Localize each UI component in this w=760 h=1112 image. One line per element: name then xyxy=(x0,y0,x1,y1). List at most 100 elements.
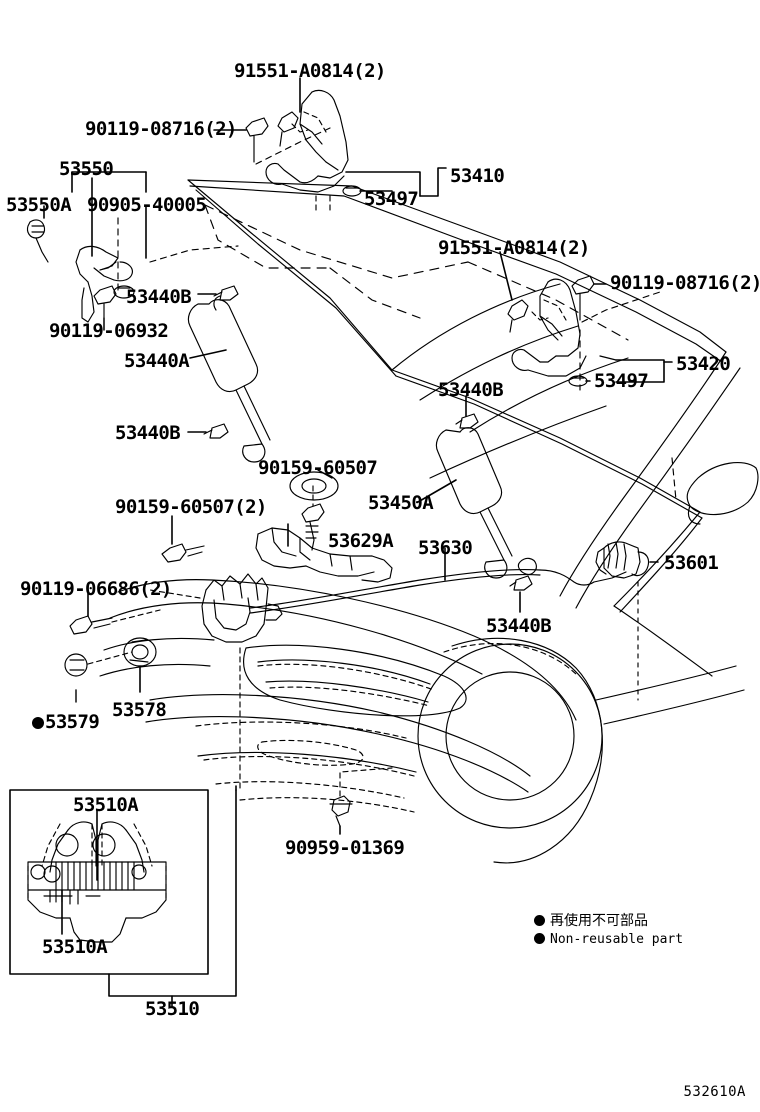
part-label-91551-a0814-2-upper: 91551-A0814(2) xyxy=(234,60,386,82)
part-53630-cable xyxy=(249,568,627,614)
front-wheel xyxy=(417,637,603,864)
part-53629a-support xyxy=(255,527,393,583)
dash-90905-to-hood xyxy=(117,217,239,291)
part-53420-dashed xyxy=(531,299,567,321)
rocker-panel xyxy=(595,605,745,725)
headlamp xyxy=(243,644,467,717)
part-label-53579-nonreusable: 53579 xyxy=(32,711,100,733)
legend-row-english: Non-reusable part xyxy=(534,931,683,949)
part-label-53420: 53420 xyxy=(676,353,731,375)
part-label-53510a-top: 53510A xyxy=(73,794,139,816)
part-label-53510: 53510 xyxy=(145,998,200,1020)
bracket-53410 xyxy=(419,167,447,197)
part-53440b-stud-lower-left xyxy=(203,423,229,439)
part-label-53450a: 53450A xyxy=(368,492,434,514)
legend-row-japanese: 再使用不可部品 xyxy=(534,912,683,931)
part-label-53550: 53550 xyxy=(59,158,114,180)
part-53440b-stud-upper-center xyxy=(455,413,479,429)
part-label-53410: 53410 xyxy=(450,165,505,187)
part-label-53440b-mid-left: 53440B xyxy=(115,422,181,444)
legend-text-japanese: 再使用不可部品 xyxy=(550,913,648,929)
mirror-attach-dashed xyxy=(671,457,677,501)
part-label-91551-a0814-2-lower: 91551-A0814(2) xyxy=(438,237,590,259)
cable-end-fitting xyxy=(517,557,537,575)
washer-53497-upper xyxy=(342,185,362,197)
bracket-53410-arm xyxy=(345,171,421,197)
part-53450a-strut xyxy=(435,427,513,579)
part-label-53440b-center: 53440B xyxy=(438,379,504,401)
screw-90159-60507-right xyxy=(301,503,325,551)
nonreusable-bullet-icon xyxy=(32,717,44,729)
hood-inner-creases xyxy=(391,283,629,479)
inset-dashed-outline xyxy=(27,823,167,901)
bolt-90119-08716-left xyxy=(245,117,269,163)
leader-53450a xyxy=(417,479,457,503)
diagram-id: 532610A xyxy=(683,1084,746,1100)
part-53601-grommet xyxy=(595,541,650,579)
part-53410-hinge xyxy=(265,89,349,193)
part-label-53497-upper: 53497 xyxy=(364,188,419,210)
washer-53497-lower xyxy=(568,375,588,387)
bolt-91551-lower xyxy=(507,299,529,333)
leader-91551-lower xyxy=(499,251,513,301)
dash-53510-to-body xyxy=(149,589,241,791)
part-label-90119-08716-2-left: 90119-08716(2) xyxy=(85,118,237,140)
side-mirror xyxy=(686,462,759,525)
nonreusable-label-text: 53579 xyxy=(45,711,100,733)
bumper-dashed-detail xyxy=(195,721,415,813)
foglamp-dashed xyxy=(257,739,364,766)
part-53440b-stud-bottom xyxy=(509,575,533,591)
bumper-lines xyxy=(145,694,531,793)
hood-panel-outline xyxy=(187,179,727,519)
part-label-53440a: 53440A xyxy=(124,350,190,372)
bracket-53420 xyxy=(615,359,665,383)
legend-nonreusable: 再使用不可部品 Non-reusable part xyxy=(534,912,683,948)
part-53579-clip xyxy=(64,653,88,677)
bolt-90119-06686 xyxy=(69,615,113,635)
bolt-90119-08716-right xyxy=(571,275,595,321)
part-90905-grommet xyxy=(113,285,135,299)
dash-90119-to-53410 xyxy=(255,127,331,165)
part-label-90905-40005: 90905-40005 xyxy=(87,194,207,216)
legend-bullet-icon-jp xyxy=(534,915,545,926)
part-label-53630: 53630 xyxy=(418,537,473,559)
part-label-53601: 53601 xyxy=(664,552,719,574)
part-label-53497-lower: 53497 xyxy=(594,370,649,392)
part-53420-hinge xyxy=(511,278,587,377)
leader-53440a xyxy=(189,349,227,359)
hood-underside-dashed xyxy=(204,204,629,341)
part-label-90959-01369: 90959-01369 xyxy=(285,837,405,859)
bolt-91551-upper xyxy=(277,111,299,147)
dash-90959-up xyxy=(339,767,393,797)
part-label-53440b-bottom: 53440B xyxy=(486,615,552,637)
part-53550-bracket xyxy=(75,245,133,323)
inset-box-53510 xyxy=(9,785,237,997)
front-body-outline xyxy=(99,579,577,721)
part-label-90119-06686-2: 90119-06686(2) xyxy=(20,578,172,600)
grommet-ring-90159 xyxy=(289,471,339,501)
part-label-90119-08716-2-right: 90119-08716(2) xyxy=(610,272,760,294)
headlamp-dashed-detail xyxy=(257,663,435,707)
legend-bullet-icon-en xyxy=(534,932,545,944)
part-label-90119-06932: 90119-06932 xyxy=(49,320,169,342)
part-label-90159-60507: 90159-60507 xyxy=(258,457,378,479)
part-label-90159-60507-2: 90159-60507(2) xyxy=(115,496,267,518)
dash-90119-right xyxy=(579,291,661,391)
bracket-53420-arm xyxy=(599,355,617,361)
part-label-53550a: 53550A xyxy=(6,194,72,216)
dash-53579 xyxy=(87,651,133,665)
part-53578-cushion xyxy=(123,637,157,667)
wheel-arch-dashed xyxy=(443,642,579,677)
part-53410-dashed xyxy=(291,111,331,215)
part-53440b-stud-upper-left xyxy=(213,285,239,301)
part-53550a-clip xyxy=(26,219,49,263)
leader-90159-60507 xyxy=(317,469,333,479)
part-90959-01369-clip xyxy=(329,795,353,827)
legend-text-english: Non-reusable part xyxy=(550,931,684,947)
part-label-53440b-top-left: 53440B xyxy=(126,286,192,308)
part-53510-hoodlock xyxy=(201,573,283,643)
part-53440a-strut xyxy=(187,295,271,463)
screw-90159-60507-left xyxy=(161,543,205,563)
